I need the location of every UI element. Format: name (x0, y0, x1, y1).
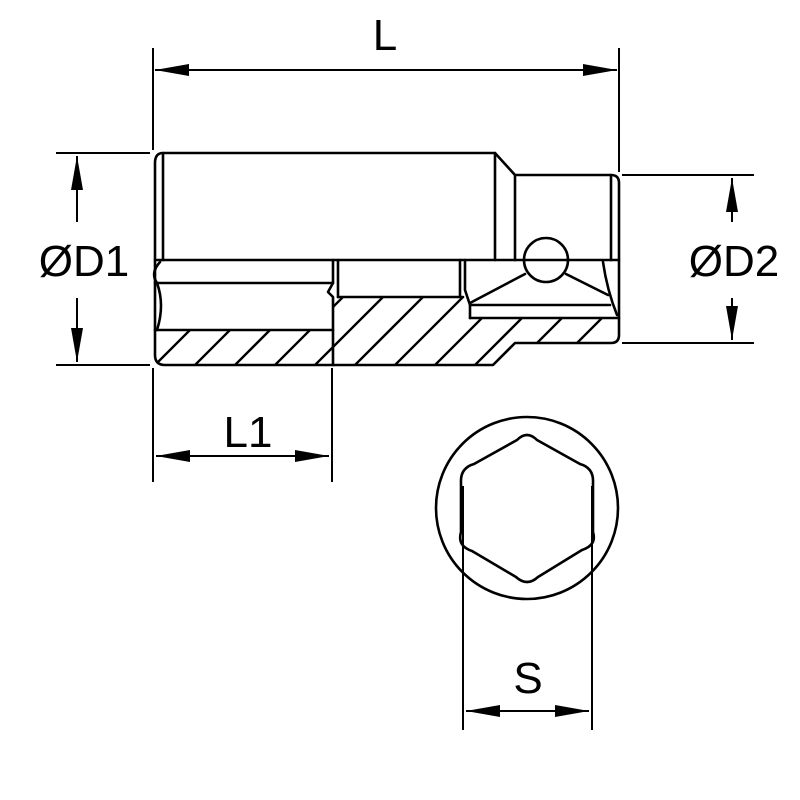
detent-ball (522, 236, 570, 284)
label-D2: ØD2 (689, 237, 779, 286)
dimension-D2: ØD2 (622, 174, 779, 344)
section-hatching (155, 297, 619, 365)
dimension-L: L (152, 11, 620, 172)
dimension-S: S (462, 486, 593, 730)
hexagon-bore (458, 433, 596, 584)
label-L: L (373, 11, 397, 60)
dimension-L1: L1 (152, 368, 333, 482)
side-section-view (152, 151, 621, 367)
label-D1: ØD1 (39, 237, 129, 286)
label-L1: L1 (224, 408, 273, 457)
end-view (434, 415, 620, 601)
label-S: S (513, 654, 542, 703)
dimension-D1: ØD1 (39, 152, 150, 366)
outer-circle (434, 415, 620, 601)
